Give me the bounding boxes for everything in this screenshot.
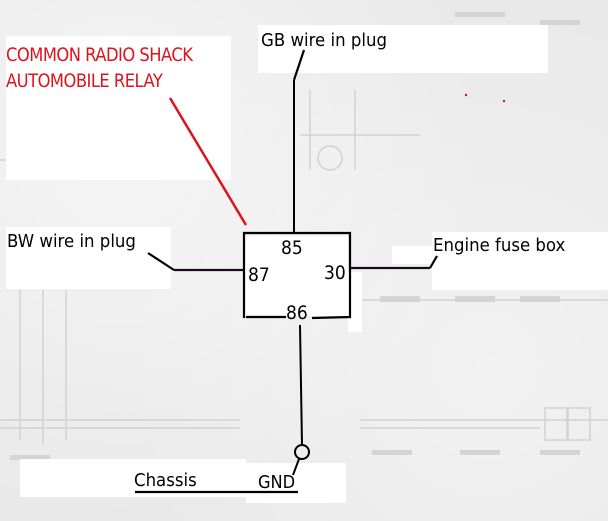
engine-fuse-label-box	[432, 232, 608, 290]
bw-leader-line	[147, 252, 175, 271]
ring-terminal	[294, 444, 310, 460]
relay-outline-top	[242, 231, 352, 318]
title-pointer-line	[168, 97, 248, 226]
gb-leader-line	[292, 49, 306, 81]
bw-wire-label: BW wire in plug	[7, 231, 136, 252]
diagram-title: COMMON RADIO SHACK AUTOMOBILE RELAY	[6, 42, 193, 94]
bw-wire-label-box	[6, 227, 171, 289]
gnd-leader-line	[292, 458, 300, 476]
chassis-label-box	[20, 459, 246, 497]
gb-wire-label-box	[258, 25, 548, 73]
pin-86-label: 86	[286, 302, 308, 324]
engine-fuse-label-box-tab	[392, 246, 434, 264]
title-line-2: AUTOMOBILE RELAY	[6, 70, 163, 92]
gb-wire-label: GB wire in plug	[261, 30, 387, 51]
title-label-box	[6, 36, 231, 180]
gnd-label: GND	[258, 472, 296, 493]
pin-30-label: 30	[324, 262, 346, 284]
pin-87-label: 87	[248, 264, 270, 286]
chassis-label: Chassis	[134, 470, 197, 491]
wire-86-to-ground	[299, 324, 303, 446]
pin-85-label: 85	[281, 237, 303, 259]
engine-fuse-box-label: Engine fuse box	[433, 235, 566, 256]
relay-body	[245, 236, 348, 316]
relay-outline-bottom-right	[311, 268, 352, 320]
relay-body-extension	[348, 272, 362, 332]
title-line-1: COMMON RADIO SHACK	[6, 44, 193, 66]
engine-fuse-leader-line	[429, 255, 438, 269]
